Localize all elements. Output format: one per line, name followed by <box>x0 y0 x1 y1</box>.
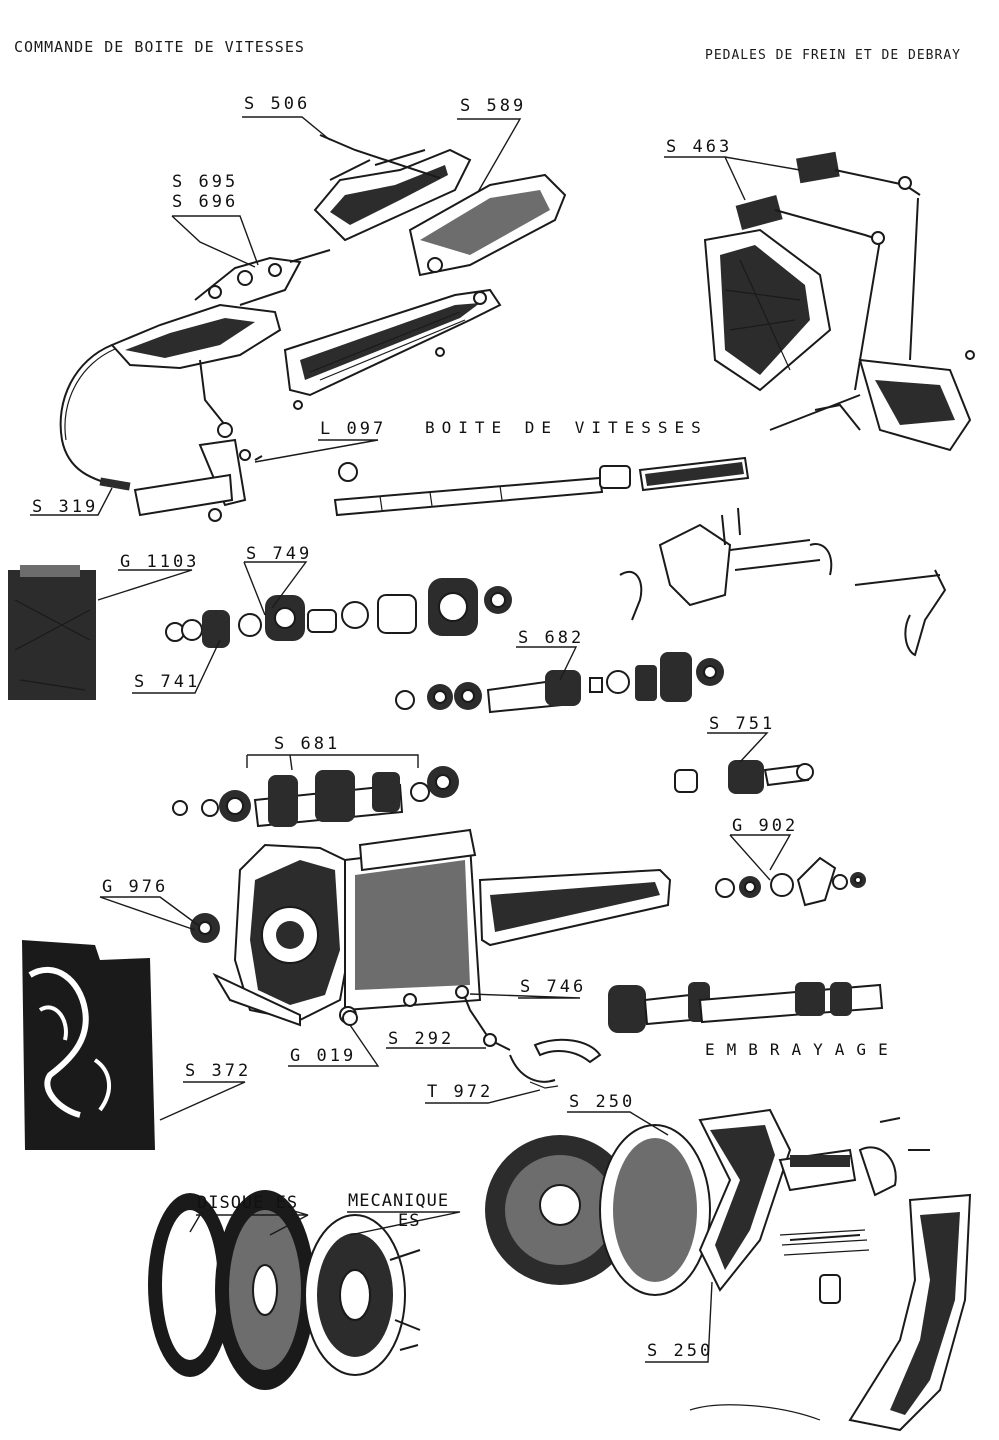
gear-row-3 <box>172 766 459 828</box>
clutch-fork-linkage <box>455 985 602 1089</box>
part-label-s695: S 695 <box>172 172 239 192</box>
section-title-clutch: EMBRAYAGE <box>705 1040 900 1059</box>
brake-drum-assembly <box>485 1108 972 1432</box>
part-label-t972: T 972 <box>427 1082 494 1102</box>
selector-forks <box>619 507 947 657</box>
part-label-s749: S 749 <box>246 544 313 564</box>
part-label-g902: G 902 <box>732 816 799 836</box>
part-label-s682: S 682 <box>518 628 585 648</box>
part-label-s696: S 696 <box>172 192 239 212</box>
header-right-title: PEDALES DE FREIN ET DE DEBRAY <box>705 48 961 63</box>
part-label-g019: G 019 <box>290 1046 357 1066</box>
gearbox-casing <box>212 828 672 1027</box>
pedal-assembly <box>703 151 975 452</box>
shift-control-assembly <box>59 134 472 522</box>
part-label-s506: S 506 <box>244 94 311 114</box>
gear-row-2 <box>395 652 724 714</box>
part-label-s250-bottom: S 250 <box>647 1341 714 1361</box>
washers-set <box>715 856 866 907</box>
part-label-s463: S 463 <box>666 137 733 157</box>
part-label-g976: G 976 <box>102 877 169 897</box>
gear-row-1 <box>165 578 512 648</box>
part-label-s589: S 589 <box>460 96 527 116</box>
part-label-s681: S 681 <box>274 734 341 754</box>
leader-lines <box>30 116 801 1363</box>
header-left-title: COMMANDE DE BOITE DE VITESSES <box>14 38 305 56</box>
part-label-s741: S 741 <box>134 672 201 692</box>
part-label-s751: S 751 <box>709 714 776 734</box>
part-label-g1103: G 1103 <box>120 552 200 572</box>
drain-plug <box>342 1010 358 1026</box>
part-label-mecanique-es: ES <box>398 1211 421 1231</box>
clutch-discs <box>148 1190 421 1390</box>
part-label-s319: S 319 <box>32 497 99 517</box>
clutch-shafts <box>608 982 884 1033</box>
part-label-l097: L 097 <box>320 419 387 439</box>
part-label-disque: DISQUE ES <box>197 1193 299 1213</box>
section-title-gearbox: BOITE DE VITESSES <box>425 418 708 437</box>
gearbox-top-cover <box>283 173 567 410</box>
part-label-s250-top: S 250 <box>569 1092 636 1112</box>
gasket-sheet <box>22 940 155 1150</box>
reverse-gear <box>674 760 814 794</box>
part-label-s746: S 746 <box>520 977 587 997</box>
part-label-mecanique: MECANIQUE <box>348 1191 450 1211</box>
main-shaft-row <box>333 456 750 517</box>
oil-can <box>8 565 96 700</box>
part-label-s292: S 292 <box>388 1029 455 1049</box>
bearing-g976 <box>190 913 220 943</box>
part-label-s372: S 372 <box>185 1061 252 1081</box>
